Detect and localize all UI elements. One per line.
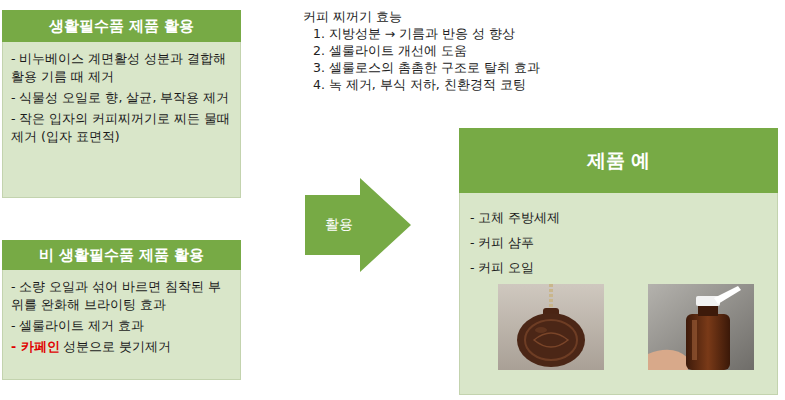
bullet-line: - 비누베이스 계면활성 성분과 결합해 활용 기름 때 제거: [11, 50, 232, 86]
bullet-text: 성분으로 붓기제거: [63, 339, 171, 354]
block-arrow-fill: [305, 178, 411, 272]
soap-photo: [498, 284, 604, 370]
bullet-text: - 작은 입자의 커피찌꺼기로 찌든 물때 제거 (입자 표면적): [11, 111, 230, 144]
notes-item: 1. 지방성분 → 기름과 반응 성 향상: [303, 25, 540, 42]
bullet-text: - 커피 샴푸: [470, 235, 534, 250]
bullet-line: - 고체 주방세제: [470, 205, 769, 230]
block-arrow-shape: [305, 178, 411, 272]
notes-item: 2. 셀룰라이트 개선에 도움: [303, 42, 540, 59]
panel-body: - 고체 주방세제 - 커피 샴푸 - 커피 오일: [459, 193, 778, 395]
highlight-text: - 카페인: [11, 339, 60, 354]
header-text: 비 생활필수품 제품 활용: [39, 246, 205, 265]
bullet-text: - 셀룰라이트 제거 효과: [11, 318, 144, 333]
panel-header: 생활필수품 제품 활용: [2, 10, 241, 42]
panel-header: 비 생활필수품 제품 활용: [2, 240, 241, 270]
effects-notes: 커피 찌꺼기 효능1. 지방성분 → 기름과 반응 성 향상2. 셀룰라이트 개…: [303, 8, 540, 93]
bullet-text: - 고체 주방세제: [470, 210, 560, 225]
bullet-line: - 카페인성분으로 붓기제거: [11, 338, 232, 356]
oil-bottle-photo: [648, 284, 754, 370]
bullet-line: - 작은 입자의 커피찌꺼기로 찌든 물때 제거 (입자 표면적): [11, 110, 232, 146]
bullet-text: - 소량 오일과 섞어 바르면 침착된 부위를 완화해 브라이팅 효과: [11, 279, 221, 312]
arrow-text-box: 활용: [307, 195, 370, 255]
bullet-line: - 소량 오일과 섞어 바르면 침착된 부위를 완화해 브라이팅 효과: [11, 278, 232, 314]
notes-item: 4. 녹 제거, 부식 저하, 친환경적 코팅: [303, 76, 540, 93]
notes-heading: 커피 찌꺼기 효능: [303, 8, 540, 25]
product-photos: [498, 284, 754, 370]
non-daily-use-panel: 비 생활필수품 제품 활용 - 소량 오일과 섞어 바르면 침착된 부위를 완화해…: [2, 240, 241, 380]
bullet-line: - 커피 샴푸: [470, 230, 769, 255]
bullet-line: - 커피 오일: [470, 255, 769, 280]
use-block-arrow: 활용: [305, 178, 411, 272]
bullet-text: - 식물성 오일로 향, 살균, 부작용 제거: [11, 90, 229, 105]
header-text: 제품 예: [587, 148, 651, 174]
panel-body: - 소량 오일과 섞어 바르면 침착된 부위를 완화해 브라이팅 효과 - 셀룰라…: [2, 270, 241, 380]
bullet-line: - 식물성 오일로 향, 살균, 부작용 제거: [11, 89, 232, 107]
panel-header: 제품 예: [459, 128, 778, 193]
header-text: 생활필수품 제품 활용: [49, 17, 194, 36]
notes-item: 3. 셀룰로스의 촘촘한 구조로 탈취 효과: [303, 59, 540, 76]
daily-use-panel: 생활필수품 제품 활용 - 비누베이스 계면활성 성분과 결합해 활용 기름 때 …: [2, 10, 241, 198]
arrow-label: 활용: [325, 216, 353, 234]
bullet-line: - 셀룰라이트 제거 효과: [11, 317, 232, 335]
bullet-text: - 커피 오일: [470, 260, 534, 275]
bullet-text: - 비누베이스 계면활성 성분과 결합해 활용 기름 때 제거: [11, 51, 226, 84]
product-example-panel: 제품 예: [459, 128, 778, 395]
panel-body: - 비누베이스 계면활성 성분과 결합해 활용 기름 때 제거 - 식물성 오일로…: [2, 42, 241, 198]
